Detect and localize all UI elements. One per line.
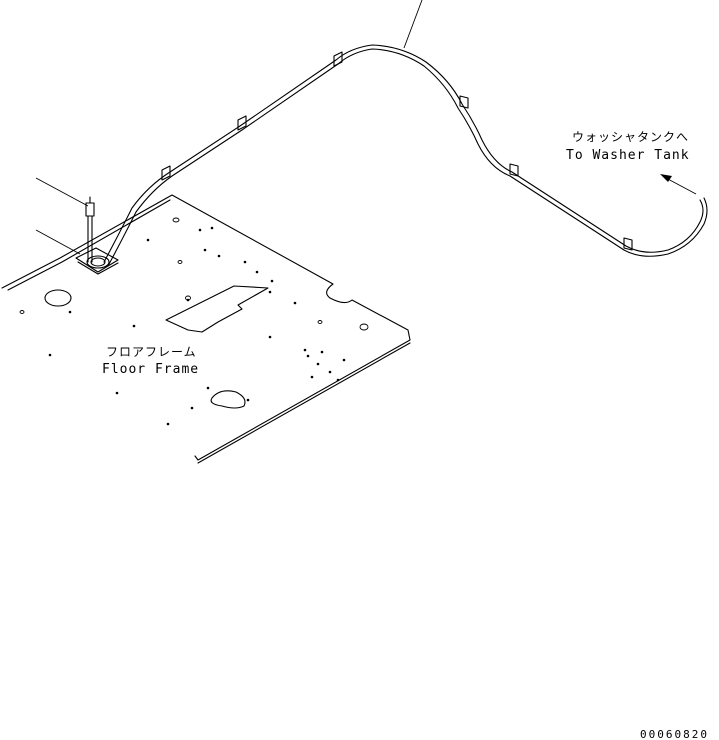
frame-oval-hole <box>210 390 246 409</box>
hose-clamp <box>333 51 343 67</box>
leader-line-nozzle <box>35 177 89 207</box>
leader-line-bracket <box>35 229 81 255</box>
frame-round-hole <box>44 289 72 307</box>
label-floor-frame-en: Floor Frame <box>102 362 199 377</box>
hose-clamp <box>459 95 469 109</box>
arrow-to-washer-tank <box>660 174 697 195</box>
hose-clamp <box>623 237 633 251</box>
washer-nozzle-icon <box>85 196 95 223</box>
washer-hose <box>103 0 708 267</box>
floor-frame-plate <box>1 194 411 464</box>
washer-nozzle-assembly <box>35 177 119 275</box>
hose-clamp <box>237 115 247 131</box>
label-washer-tank-en: To Washer Tank <box>566 148 690 163</box>
leader-line-hose <box>403 0 423 49</box>
drawing-code: 00060820 <box>640 728 709 740</box>
hose-clamp <box>509 163 519 177</box>
hose-clamp <box>161 165 171 181</box>
arrow-head-icon <box>660 174 672 182</box>
frame-slot-cutout <box>165 285 269 333</box>
label-washer-tank-jp: ウォッシャタンクへ <box>572 130 689 144</box>
label-floor-frame-jp: フロアフレーム <box>106 345 197 359</box>
